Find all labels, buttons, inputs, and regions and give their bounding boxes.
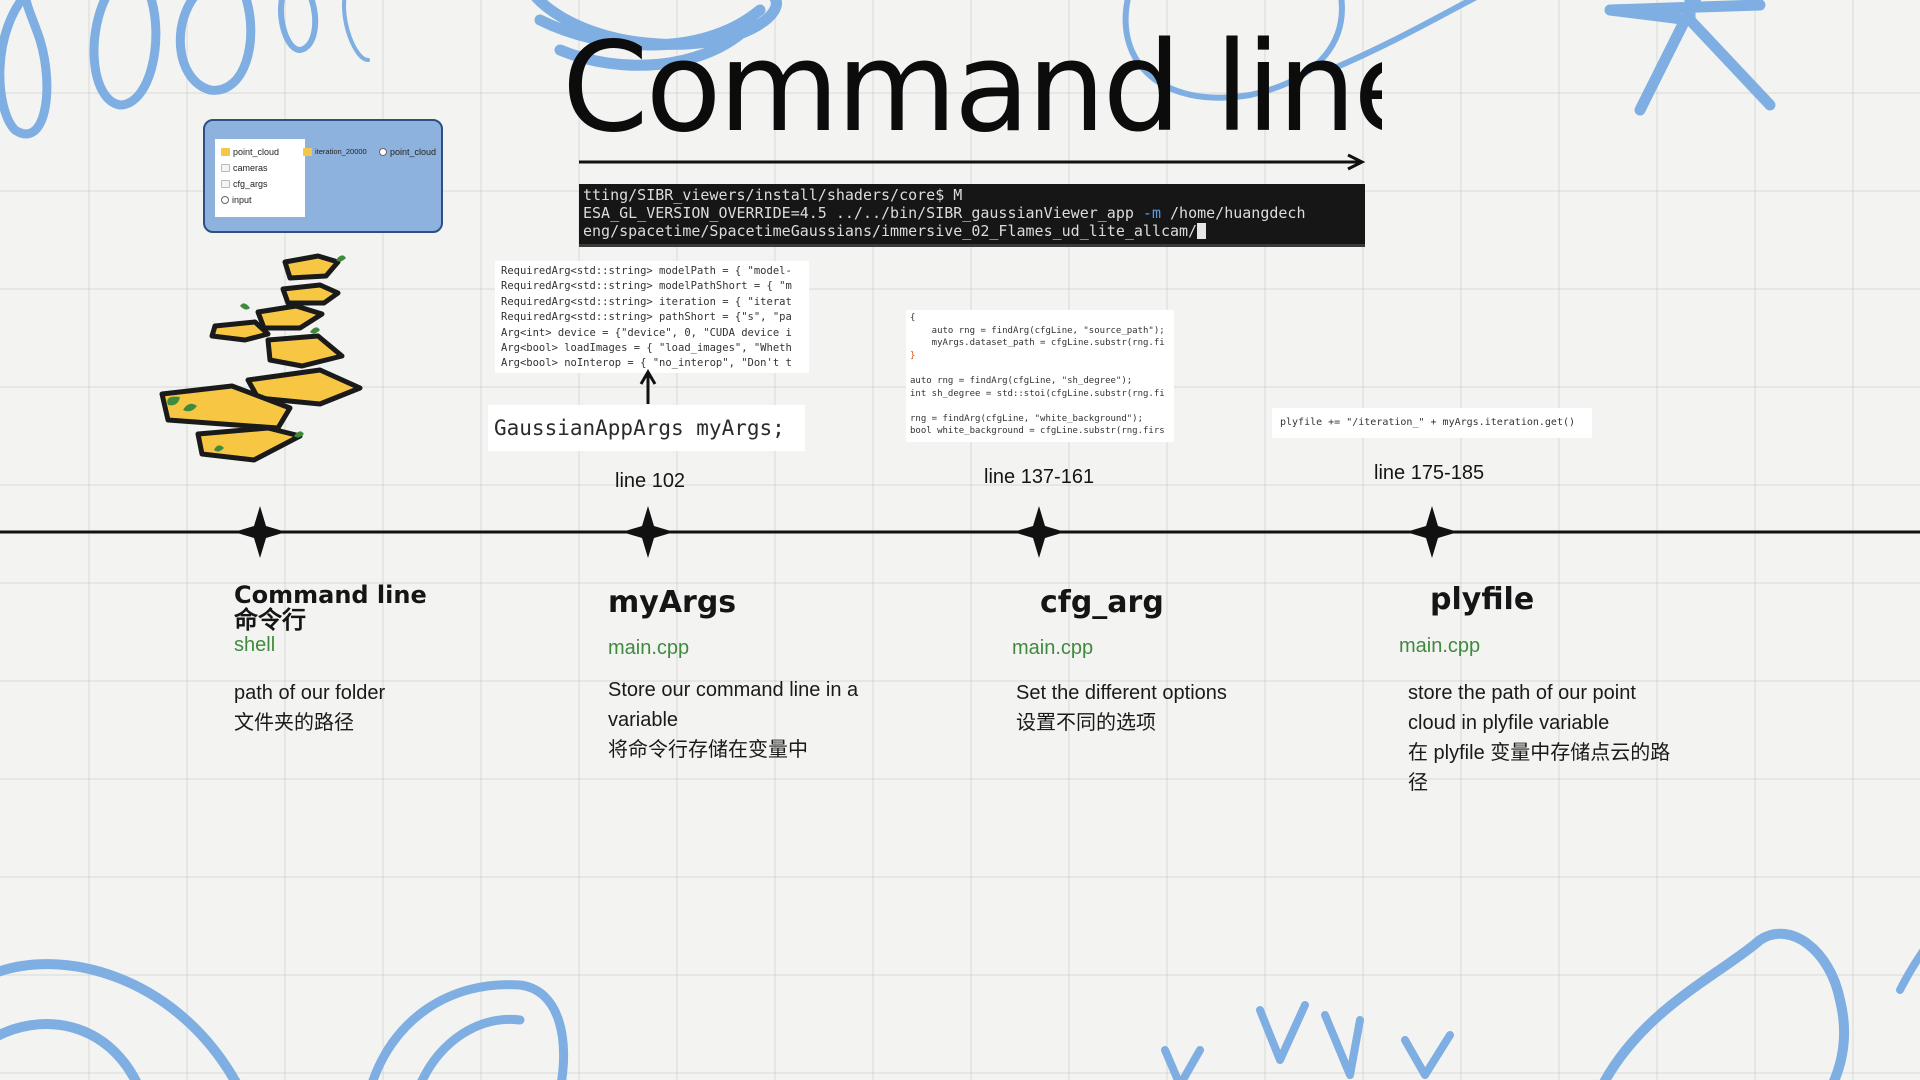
folder-item-point-cloud: point_cloud — [221, 147, 279, 157]
file-icon — [221, 164, 230, 172]
folder-item-label: input — [232, 195, 252, 205]
milestone-title-plyfile: plyfile — [1430, 582, 1535, 617]
line-label-137-161: line 137-161 — [984, 466, 1095, 488]
folder-icon — [221, 148, 230, 156]
milestone-title-myargs: myArgs — [608, 585, 737, 620]
star-milestone-icon — [622, 506, 674, 558]
milestone-title-command-line: Command line — [234, 581, 427, 609]
milestone-desc-myargs: Store our command line in a variable 将命令… — [608, 675, 898, 765]
folder-icon — [303, 147, 312, 156]
desc-line: 文件夹的路径 — [234, 712, 354, 734]
terminal-cursor — [1197, 223, 1207, 239]
doodle-arc-bottom-left-2 — [0, 1019, 141, 1080]
code-line: bool white_background = cfgLine.substr(r… — [910, 426, 1165, 437]
folder-item-cfg-args: cfg_args — [221, 179, 268, 189]
desc-line: 在 plyfile 变量中存储点云的路 — [1408, 742, 1671, 764]
terminal-line-2-pre: ESA_GL_VERSION_OVERRIDE=4.5 ../../bin/SI… — [583, 204, 1143, 222]
folder-item-label: cfg_args — [233, 179, 268, 189]
doodle-arc-bottom-right — [1599, 928, 1850, 1080]
code-line: RequiredArg<std::string> pathShort = {"s… — [501, 311, 792, 324]
code-line: auto rng = findArg(cfgLine, "source_path… — [910, 325, 1165, 336]
desc-line: 设置不同的选项 — [1016, 712, 1156, 734]
star-milestone-icon — [1013, 506, 1065, 558]
line-label-102: line 102 — [615, 470, 686, 492]
milestone-title-cfg-arg: cfg_arg — [1040, 585, 1164, 620]
star-milestone-icon — [234, 506, 286, 558]
milestone-desc-cfg-arg: Set the different options 设置不同的选项 — [1016, 678, 1306, 738]
folder-window: point_cloud cameras cfg_args input itera… — [203, 119, 443, 233]
doodle-loop-2 — [89, 0, 161, 110]
folder-item-label: point_cloud — [233, 147, 280, 157]
line-label-175-185: line 175-185 — [1374, 462, 1485, 484]
desc-line: variable — [608, 709, 679, 731]
code-line: Arg<bool> noInterop = { "no_interop", "D… — [501, 357, 792, 370]
doodle-grass — [1161, 1001, 1454, 1080]
star-milestone-icon — [1406, 506, 1458, 558]
terminal-line-1: tting/SIBR_viewers/install/shaders/core$… — [583, 186, 963, 204]
milestone-desc-plyfile: store the path of our point cloud in ply… — [1408, 678, 1698, 798]
terminal-snippet: tting/SIBR_viewers/install/shaders/core$… — [579, 184, 1365, 247]
doodle-loop-4 — [278, 0, 319, 53]
milestone-title-zh: 命令行 — [234, 606, 306, 634]
file-icon — [221, 180, 230, 188]
doodle-star-top-right — [1604, 0, 1776, 116]
milestone-sub-main-cpp: main.cpp — [608, 637, 690, 659]
code-line: { — [910, 313, 916, 323]
terminal-flag: -m — [1142, 204, 1161, 222]
code-line: RequiredArg<std::string> modelPathShort … — [501, 280, 792, 293]
desc-line: path of our folder — [234, 682, 386, 704]
gear-icon — [221, 196, 229, 204]
code-snippet-plyfile: plyfile += "/iteration_" + myArgs.iterat… — [1272, 408, 1592, 438]
folder-item-iteration: iteration_20000 — [303, 147, 367, 156]
terminal-line-2-post: /home/huangdech — [1160, 204, 1306, 222]
code-line: rng = findArg(cfgLine, "white_background… — [910, 413, 1143, 424]
code-snippet-declaration: GaussianAppArgs myArgs; — [488, 405, 805, 451]
desc-line: Set the different options — [1016, 682, 1227, 704]
code-line: auto rng = findArg(cfgLine, "sh_degree")… — [910, 375, 1133, 386]
milestone-sub-main-cpp: main.cpp — [1012, 637, 1094, 659]
folder-item-cameras: cameras — [221, 163, 268, 173]
code-snippet-cfg: { auto rng = findArg(cfgLine, "source_pa… — [906, 310, 1174, 442]
desc-line: 将命令行存储在变量中 — [608, 739, 808, 761]
milestone-desc-command-line: path of our folder 文件夹的路径 — [234, 678, 434, 738]
code-line: myArgs.dataset_path = cfgLine.substr(rng… — [910, 338, 1165, 349]
folder-item-point-cloud-file: point_cloud — [379, 147, 436, 157]
desc-line: store the path of our point — [1408, 682, 1636, 704]
doodle-arc-bottom-left — [0, 959, 241, 1080]
folder-item-label: point_cloud — [390, 147, 437, 157]
terminal-line-3: eng/spacetime/SpacetimeGaussians/immersi… — [583, 222, 1198, 240]
milestone-sub-main-cpp: main.cpp — [1399, 635, 1481, 657]
doodle-loop-5 — [342, 0, 370, 62]
code-line: Arg<int> device = {"device", 0, "CUDA de… — [501, 326, 792, 339]
desc-line: Store our command line in a — [608, 679, 859, 701]
doodle-loop-1 — [0, 0, 52, 139]
folder-item-label: iteration_20000 — [315, 147, 367, 156]
page-title: Command line — [562, 28, 1382, 148]
folder-item-input: input — [221, 195, 252, 205]
code-line: RequiredArg<std::string> iteration = { "… — [501, 295, 792, 308]
milestone-sub-shell: shell — [234, 634, 276, 656]
folder-list — [215, 139, 305, 217]
code-line: int sh_degree = std::stoi(cfgLine.substr… — [910, 388, 1165, 399]
folder-item-label: cameras — [233, 163, 268, 173]
doodle-scribble-bottom — [368, 980, 569, 1080]
doodle-arc-bottom-right-2 — [1896, 948, 1920, 994]
code-line: Arg<bool> loadImages = { "load_images", … — [501, 342, 792, 355]
doodle-loop-3 — [175, 0, 256, 95]
code-snippet-args: RequiredArg<std::string> modelPath = { "… — [495, 261, 809, 373]
desc-line: cloud in plyfile variable — [1408, 712, 1610, 734]
gear-icon — [379, 148, 387, 156]
code-line: } — [910, 350, 916, 361]
code-line: RequiredArg<std::string> modelPath = { "… — [501, 265, 792, 277]
desc-line: 径 — [1408, 772, 1428, 794]
